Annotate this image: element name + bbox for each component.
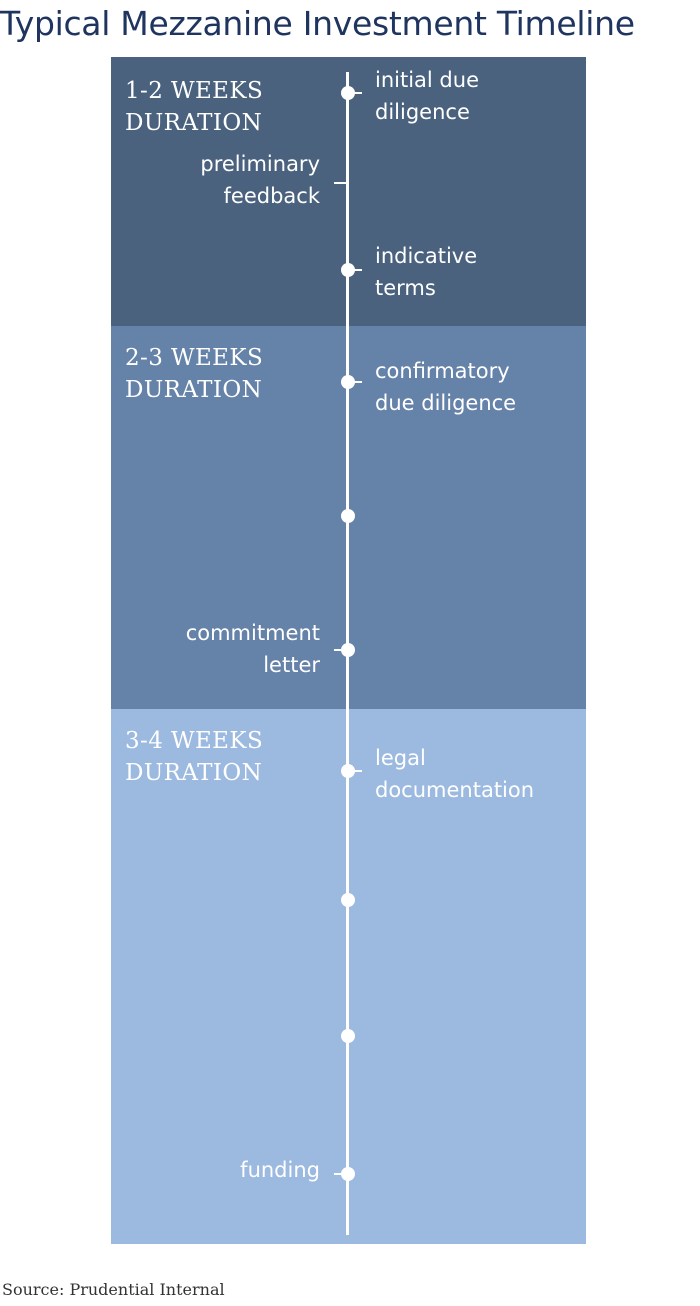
timeline-dot-week [341,1029,355,1043]
phase-2-label-line1: 2-3 WEEKS [125,345,264,371]
event-label-line2: terms [375,276,436,300]
event-label-line1: preliminary [200,152,320,176]
phase-2-label-line2: DURATION [125,377,263,403]
timeline-dot-funding [341,1167,355,1181]
event-label-line2: documentation [375,778,535,802]
event-funding: funding [240,1154,320,1186]
event-label-line2: letter [263,653,320,677]
event-label-line1: legal [375,746,426,770]
timeline-tick-funding [334,1173,348,1175]
event-confirmatory-due-diligence: confirmatory due diligence [375,355,516,419]
event-label-line1: confirmatory [375,359,510,383]
event-label-line1: funding [240,1158,320,1182]
phase-1-label: 1-2 WEEKS DURATION [125,75,263,139]
source-note: Source: Prudential Internal [2,1280,225,1299]
timeline-tick-preliminary-feedback [334,182,348,184]
event-label-line1: indicative [375,244,478,268]
timeline-dot-commitment-letter [341,643,355,657]
phase-3-label-line2: DURATION [125,760,263,786]
timeline-tick-legal-documentation [348,770,362,772]
event-preliminary-feedback: preliminary feedback [200,148,320,212]
event-initial-due-diligence: initial due diligence [375,64,479,128]
event-indicative-terms: indicative terms [375,240,477,304]
event-label-line2: due diligence [375,391,517,415]
phase-3-label: 3-4 WEEKS DURATION [125,725,263,789]
event-label-line2: diligence [375,100,470,124]
timeline-tick-commitment-letter [334,649,348,651]
timeline-tick-initial-due-diligence [348,92,362,94]
timeline-tick-confirmatory-due-diligence [348,381,362,383]
phase-3-label-line1: 3-4 WEEKS [125,728,264,754]
event-label-line2: feedback [223,184,320,208]
page-title: Typical Mezzanine Investment Timeline [0,4,635,43]
timeline-tick-indicative-terms [348,269,362,271]
event-label-line1: commitment [185,621,320,645]
phase-1-label-line2: DURATION [125,110,263,136]
phase-1-label-line1: 1-2 WEEKS [125,78,264,104]
event-label-line1: initial due [375,68,479,92]
timeline-dot-week [341,893,355,907]
phase-2-label: 2-3 WEEKS DURATION [125,342,263,406]
timeline-dot-week [341,509,355,523]
event-legal-documentation: legal documentation [375,742,534,806]
event-commitment-letter: commitment letter [186,617,320,681]
